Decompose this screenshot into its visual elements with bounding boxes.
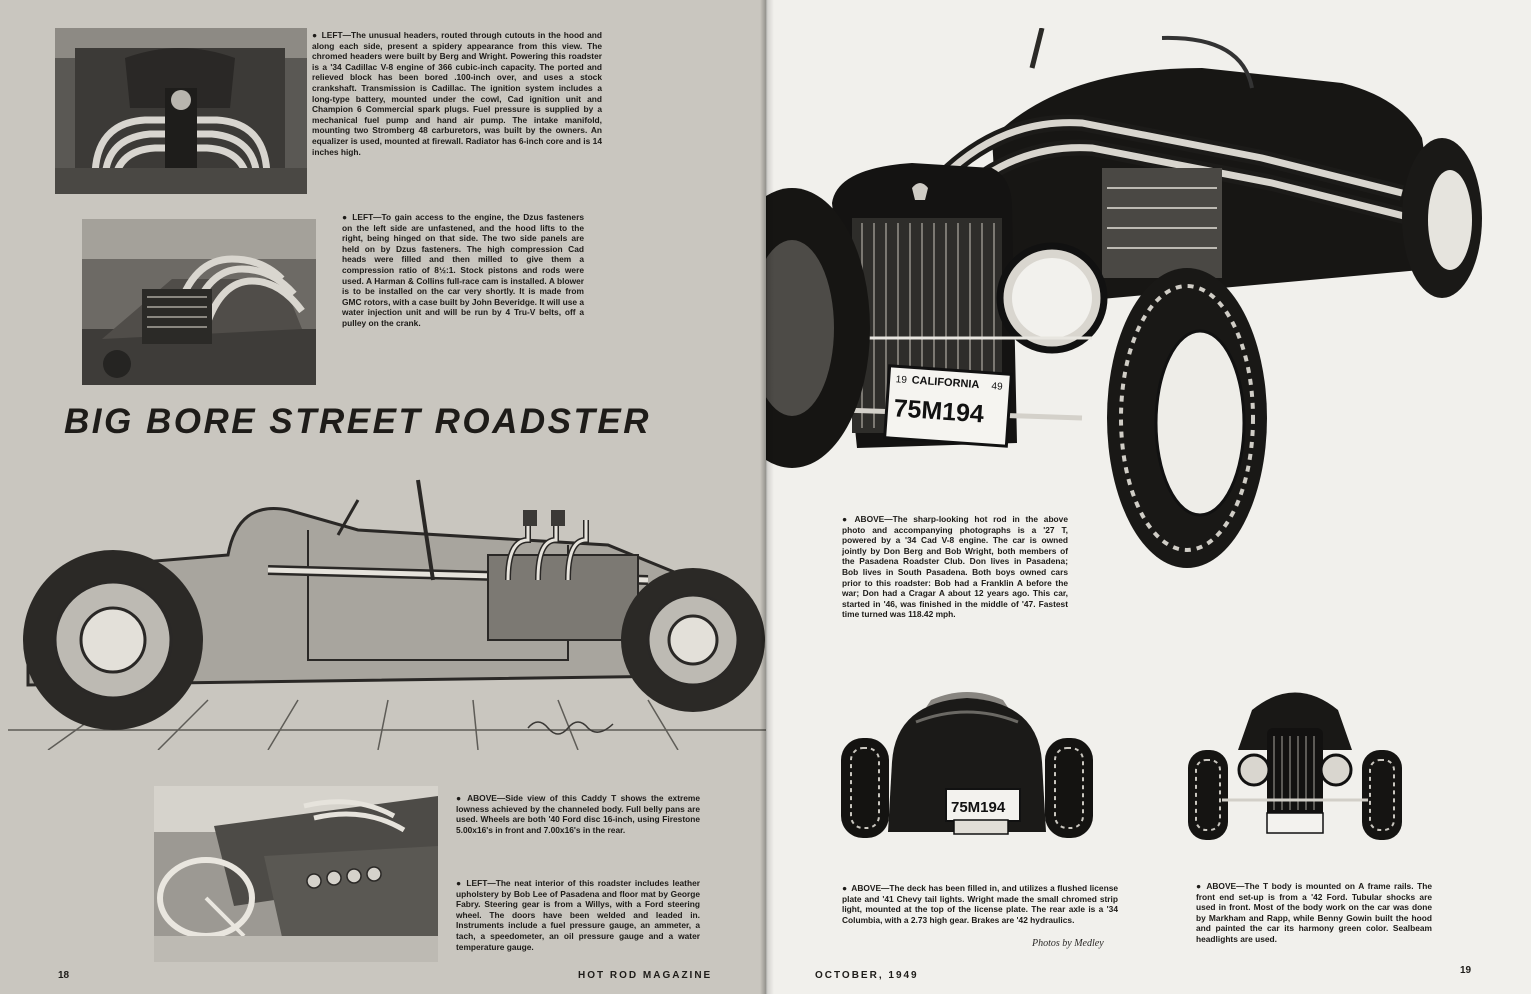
caption-front: ●ABOVE—The T body is mounted on A frame …	[1196, 881, 1432, 945]
bullet-icon: ●	[312, 30, 318, 40]
page-number-right: 19	[1460, 965, 1472, 976]
left-page: ●LEFT—The unusual headers, routed throug…	[0, 0, 766, 994]
photo-engine-side	[82, 219, 316, 385]
page-gutter	[760, 0, 774, 994]
running-head-date: OCTOBER, 1949	[815, 970, 919, 981]
photo-roadster-rear: 75M194	[836, 672, 1098, 848]
front-right-tire-small	[1362, 750, 1402, 840]
hero-plate-year-left: 19	[895, 374, 907, 386]
photo-credit: Photos by Medley	[1032, 938, 1104, 949]
caption-side-view: ●ABOVE—Side view of this Caddy T shows t…	[456, 793, 700, 835]
caption-interior: ●LEFT—The neat interior of this roadster…	[456, 878, 700, 952]
running-head-magazine: HOT ROD MAGAZINE	[578, 970, 713, 981]
rear-wheel-drawing	[23, 550, 203, 730]
headline: BIG BORE STREET ROADSTER	[64, 402, 651, 441]
hero-plate-year-right: 49	[991, 381, 1003, 393]
bullet-icon: ●	[456, 793, 464, 803]
photo-headers-top-view	[55, 28, 307, 194]
photo-interior	[154, 786, 438, 962]
caption-main: ●ABOVE—The sharp-looking hot rod in the …	[842, 514, 1068, 620]
caption-main-text: ABOVE—The sharp-looking hot rod in the a…	[842, 514, 1068, 620]
front-right-tire	[1107, 268, 1267, 568]
caption-side-view-text: ABOVE—Side view of this Caddy T shows th…	[456, 793, 701, 835]
right-page: 19 CALIFORNIA 49 75M194 ●ABOVE—The sharp…	[766, 0, 1531, 994]
caption-rear: ●ABOVE—The deck has been filled in, and …	[842, 883, 1118, 925]
front-left-tire	[766, 188, 870, 468]
front-left-tire-small	[1188, 750, 1228, 840]
caption-engine-access-text: LEFT—To gain access to the engine, the D…	[342, 212, 585, 328]
rear-right-tire-small	[1045, 738, 1093, 838]
photo-roadster-hero: 19 CALIFORNIA 49 75M194	[766, 28, 1517, 576]
bullet-icon: ●	[842, 514, 851, 524]
hero-plate-number: 75M194	[893, 394, 985, 428]
rear-left-tire-small	[841, 738, 889, 838]
caption-engine-access: ●LEFT—To gain access to the engine, the …	[342, 212, 584, 329]
caption-headers: ●LEFT—The unusual headers, routed throug…	[312, 30, 602, 157]
photo-roadster-front	[1182, 670, 1408, 846]
caption-headers-text: LEFT—The unusual headers, routed through…	[312, 30, 602, 157]
rear-right-tire	[1402, 138, 1482, 298]
bullet-icon: ●	[342, 212, 349, 222]
bullet-icon: ●	[842, 883, 848, 893]
rear-plate-number: 75M194	[951, 799, 1006, 816]
hero-plate-state: CALIFORNIA	[911, 374, 980, 391]
caption-rear-text: ABOVE—The deck has been filled in, and u…	[842, 883, 1119, 925]
caption-interior-text: LEFT—The neat interior of this roadster …	[456, 878, 700, 952]
bullet-icon: ●	[1196, 881, 1203, 891]
cutaway-illustration	[8, 460, 766, 750]
page-number-left: 18	[58, 970, 70, 981]
caption-front-text: ABOVE—The T body is mounted on A frame r…	[1196, 881, 1432, 944]
front-wheel-drawing	[621, 568, 765, 712]
bullet-icon: ●	[456, 878, 463, 888]
